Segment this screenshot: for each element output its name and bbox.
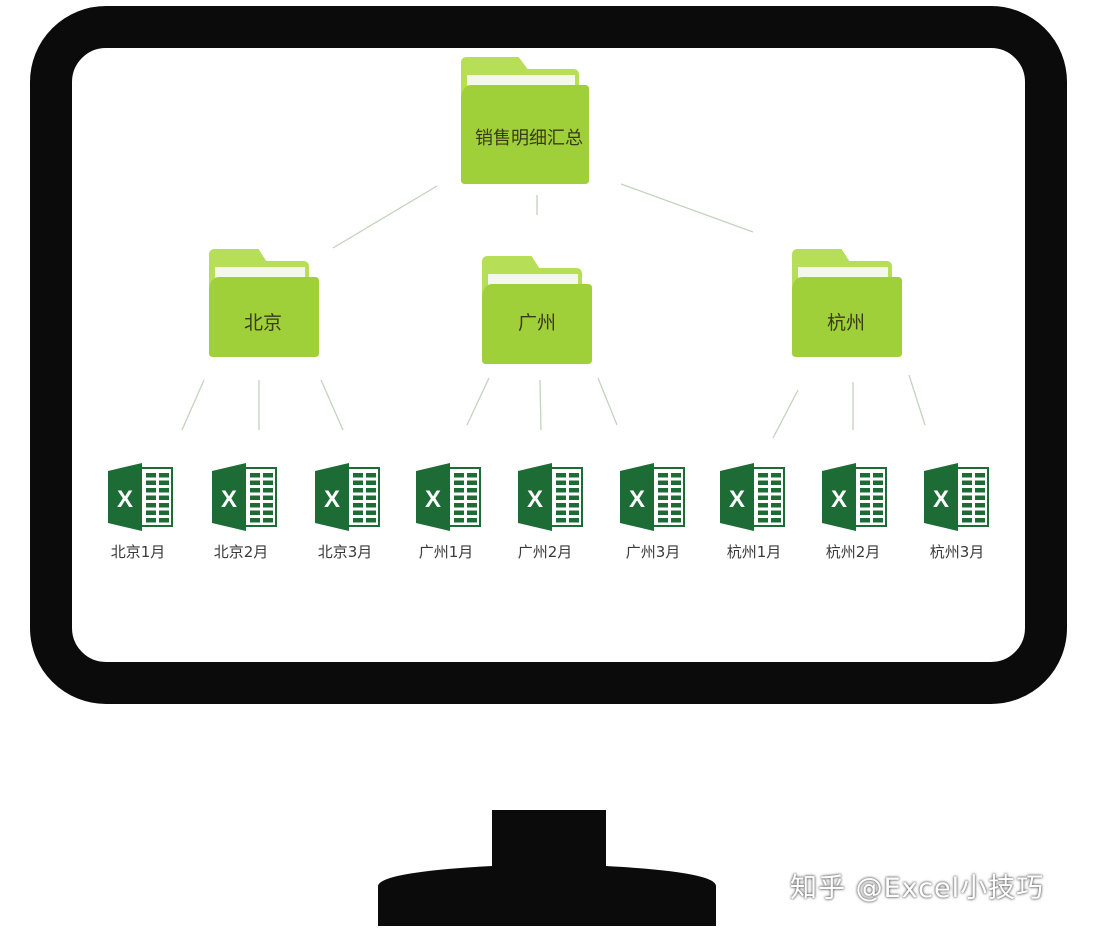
city-folder-label-guangzhou: 广州	[517, 312, 556, 334]
excel-letter: X	[425, 486, 441, 513]
monitor-bezel	[30, 6, 1067, 704]
excel-icon: X	[822, 463, 887, 531]
file-label-beijing-1: 北京1月	[110, 543, 166, 561]
folder-icon-hangzhou	[792, 249, 902, 357]
excel-letter: X	[221, 486, 237, 513]
excel-icon: X	[416, 463, 481, 531]
file-label-guangzhou-3: 广州3月	[625, 543, 681, 561]
excel-letter: X	[629, 486, 645, 513]
file-label-hangzhou-2: 杭州2月	[825, 543, 881, 561]
monitor-stand	[378, 810, 716, 926]
excel-icon: X	[108, 463, 173, 531]
excel-letter: X	[117, 486, 133, 513]
connector-line	[620, 183, 754, 233]
excel-letter: X	[324, 486, 340, 513]
file-label-hangzhou-1: 杭州1月	[726, 543, 782, 561]
file-label-guangzhou-1: 广州1月	[418, 543, 474, 561]
file-label-beijing-2: 北京2月	[213, 543, 269, 561]
watermark: 知乎 @Excel小技巧	[790, 873, 1045, 904]
excel-letter: X	[527, 486, 543, 513]
folder-icon-guangzhou	[482, 256, 592, 364]
connector-line	[332, 185, 438, 249]
excel-icon: X	[212, 463, 277, 531]
excel-icon: X	[315, 463, 380, 531]
connector-line	[908, 374, 926, 426]
city-folder-label-beijing: 北京	[243, 312, 282, 334]
root-folder-icon	[461, 57, 589, 184]
connector-line	[181, 379, 205, 431]
connector-line	[320, 379, 344, 431]
connector-line	[539, 379, 542, 431]
excel-letter: X	[729, 486, 745, 513]
excel-letter: X	[933, 486, 949, 513]
excel-icon: X	[924, 463, 989, 531]
folder-icons	[209, 57, 902, 364]
connector-line	[597, 377, 618, 426]
city-folder-label-hangzhou: 杭州	[826, 312, 865, 334]
connector-line	[772, 389, 799, 439]
folder-icon-beijing	[209, 249, 319, 357]
file-label-hangzhou-3: 杭州3月	[929, 543, 985, 561]
file-label-beijing-3: 北京3月	[317, 543, 373, 561]
excel-icon: X	[720, 463, 785, 531]
root-folder-label: 销售明细汇总	[475, 128, 583, 149]
excel-icon: X	[620, 463, 685, 531]
connector-lines	[181, 183, 926, 439]
connector-line	[466, 377, 490, 426]
excel-letter: X	[831, 486, 847, 513]
file-label-guangzhou-2: 广州2月	[517, 543, 573, 561]
excel-icon: X	[518, 463, 583, 531]
